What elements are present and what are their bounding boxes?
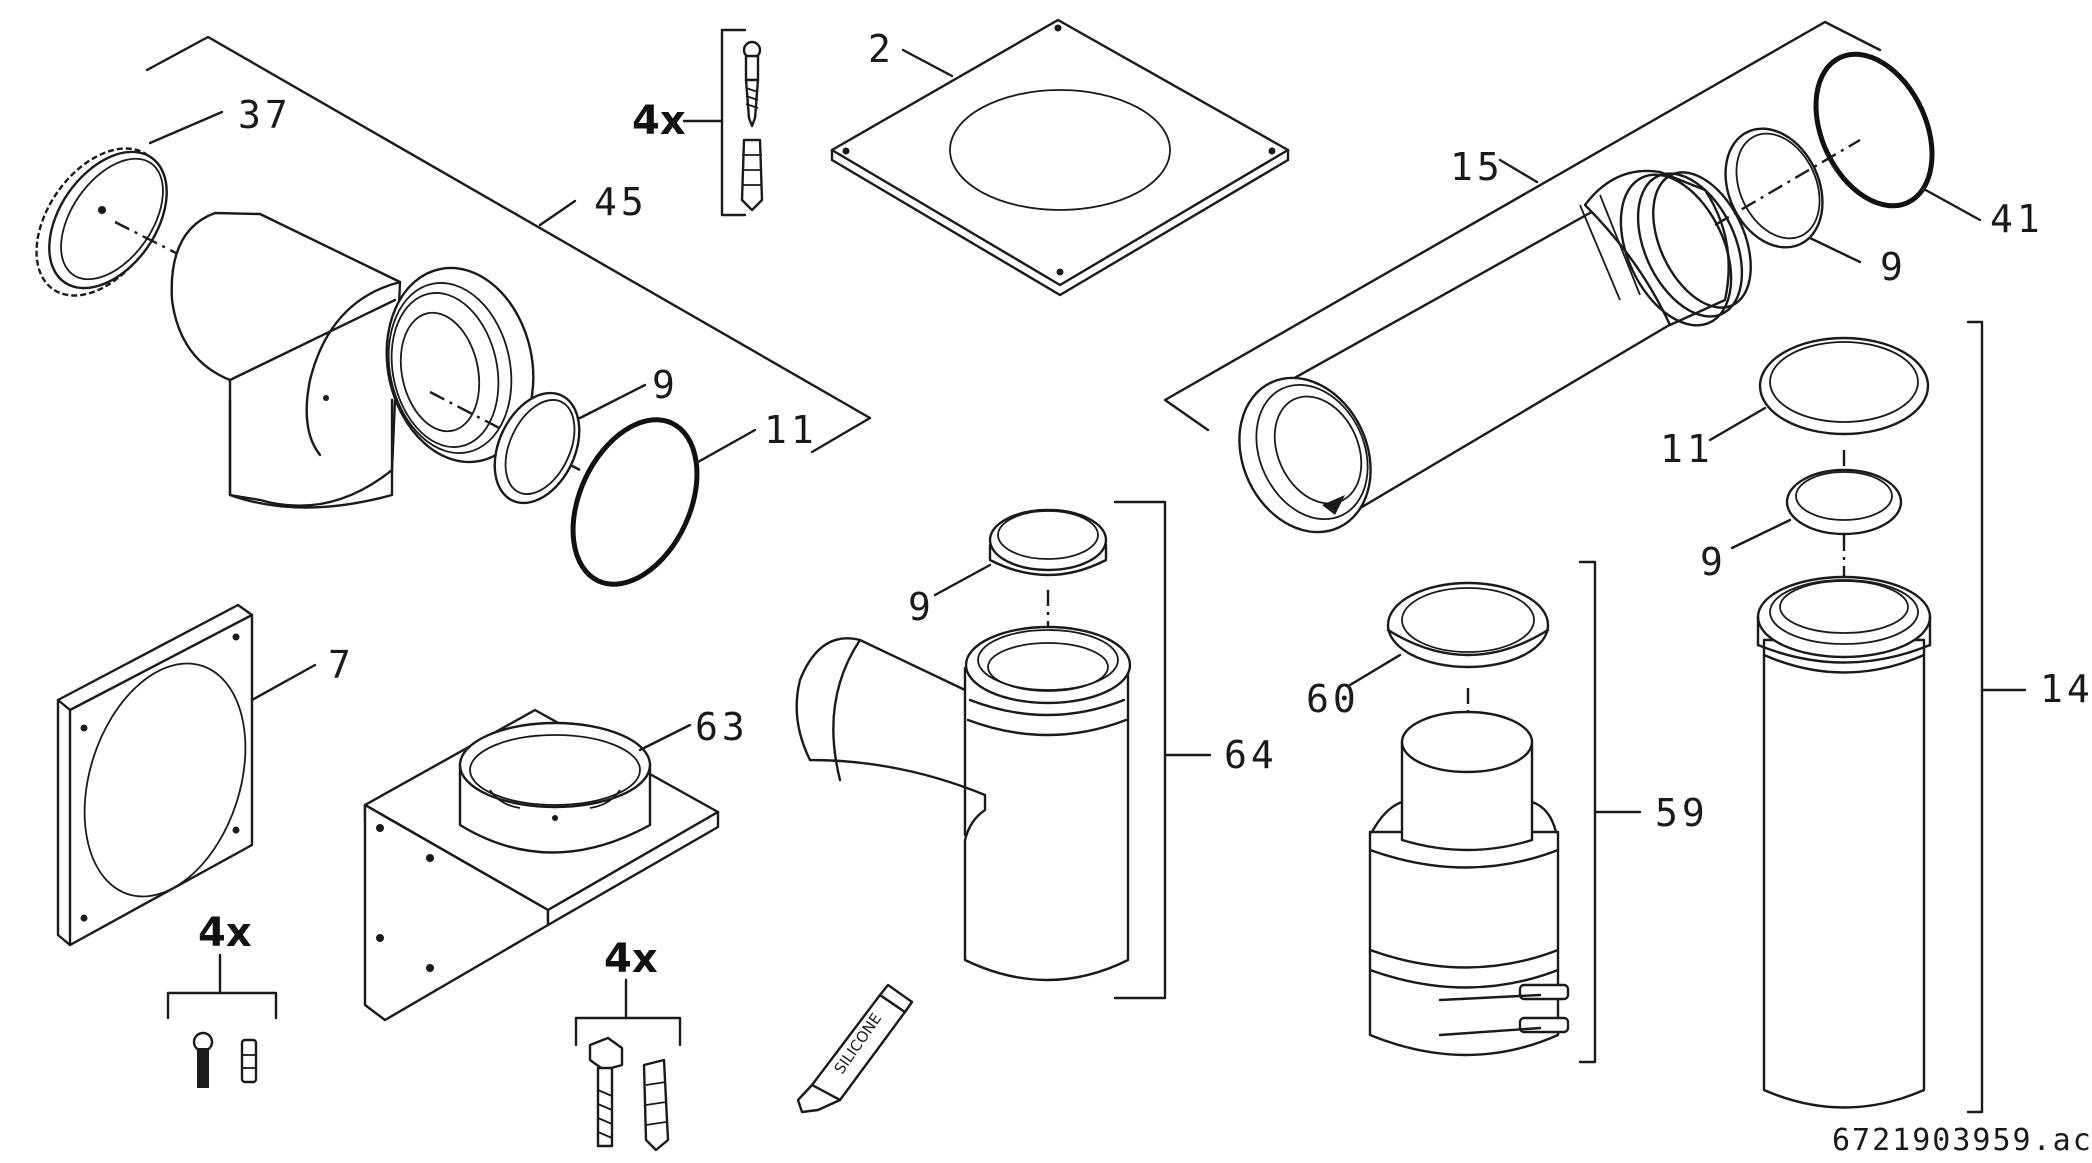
label-9-pipe: 9 <box>1880 245 1907 289</box>
tee-piece-64 <box>795 625 1132 982</box>
label-15: 15 <box>1450 145 1504 189</box>
wall-plate-2 <box>830 18 1290 297</box>
seal-ring-9-tee <box>493 383 647 505</box>
gasket-60 <box>1348 581 1550 687</box>
silicone-tube: SILICONE <box>796 983 914 1114</box>
pipe-section-14 <box>1756 575 1932 1109</box>
seal-ring-9-pipe <box>1724 127 1862 264</box>
document-id: 6721903959.ac <box>1832 1123 2092 1158</box>
o-ring-41 <box>1813 51 1982 222</box>
group-bracket-15 <box>1163 20 1882 432</box>
qty-screws-top: 4x <box>632 98 686 144</box>
wall-bracket-63 <box>363 708 720 1022</box>
label-45: 45 <box>594 180 648 224</box>
label-64: 64 <box>1224 733 1278 777</box>
labels: 37 45 2 15 41 9 9 11 11 9 14 7 63 9 64 6… <box>198 27 2092 1158</box>
qty-screws-left: 4x <box>198 910 252 956</box>
label-60: 60 <box>1306 677 1360 721</box>
bolt-pack-bottom <box>574 978 682 1152</box>
qty-bolts-bottom: 4x <box>604 936 658 982</box>
group-bracket-59 <box>1578 560 1642 1064</box>
label-37: 37 <box>238 93 292 137</box>
label-14: 14 <box>2040 667 2092 711</box>
pipe-extension-15 <box>1238 169 1752 534</box>
seal-ring-9-vertical <box>1730 468 1903 550</box>
label-59: 59 <box>1655 791 1709 835</box>
label-9-tee-64: 9 <box>908 585 935 629</box>
group-bracket-45 <box>145 35 872 454</box>
group-bracket-64 <box>1113 500 1212 1000</box>
label-9-vertical: 9 <box>1700 540 1727 584</box>
wall-rosette-7 <box>56 603 317 947</box>
tee-elbow-45 <box>170 211 535 509</box>
label-41: 41 <box>1990 197 2044 241</box>
label-11-vertical: 11 <box>1660 427 1714 471</box>
adapter-59 <box>1368 710 1570 1057</box>
end-cap-37 <box>35 110 224 297</box>
label-2: 2 <box>868 27 895 71</box>
o-ring-11-vertical <box>1708 336 1930 442</box>
screw-pack-top <box>682 28 764 217</box>
o-ring-11-tee <box>570 417 757 587</box>
label-11-tee: 11 <box>764 408 818 452</box>
seal-ring-9-tee-64 <box>933 508 1108 597</box>
group-bracket-14 <box>1966 320 2027 1114</box>
label-63: 63 <box>695 705 749 749</box>
screw-pack-left <box>166 953 278 1088</box>
label-9-tee: 9 <box>652 363 679 407</box>
label-7: 7 <box>328 643 355 687</box>
